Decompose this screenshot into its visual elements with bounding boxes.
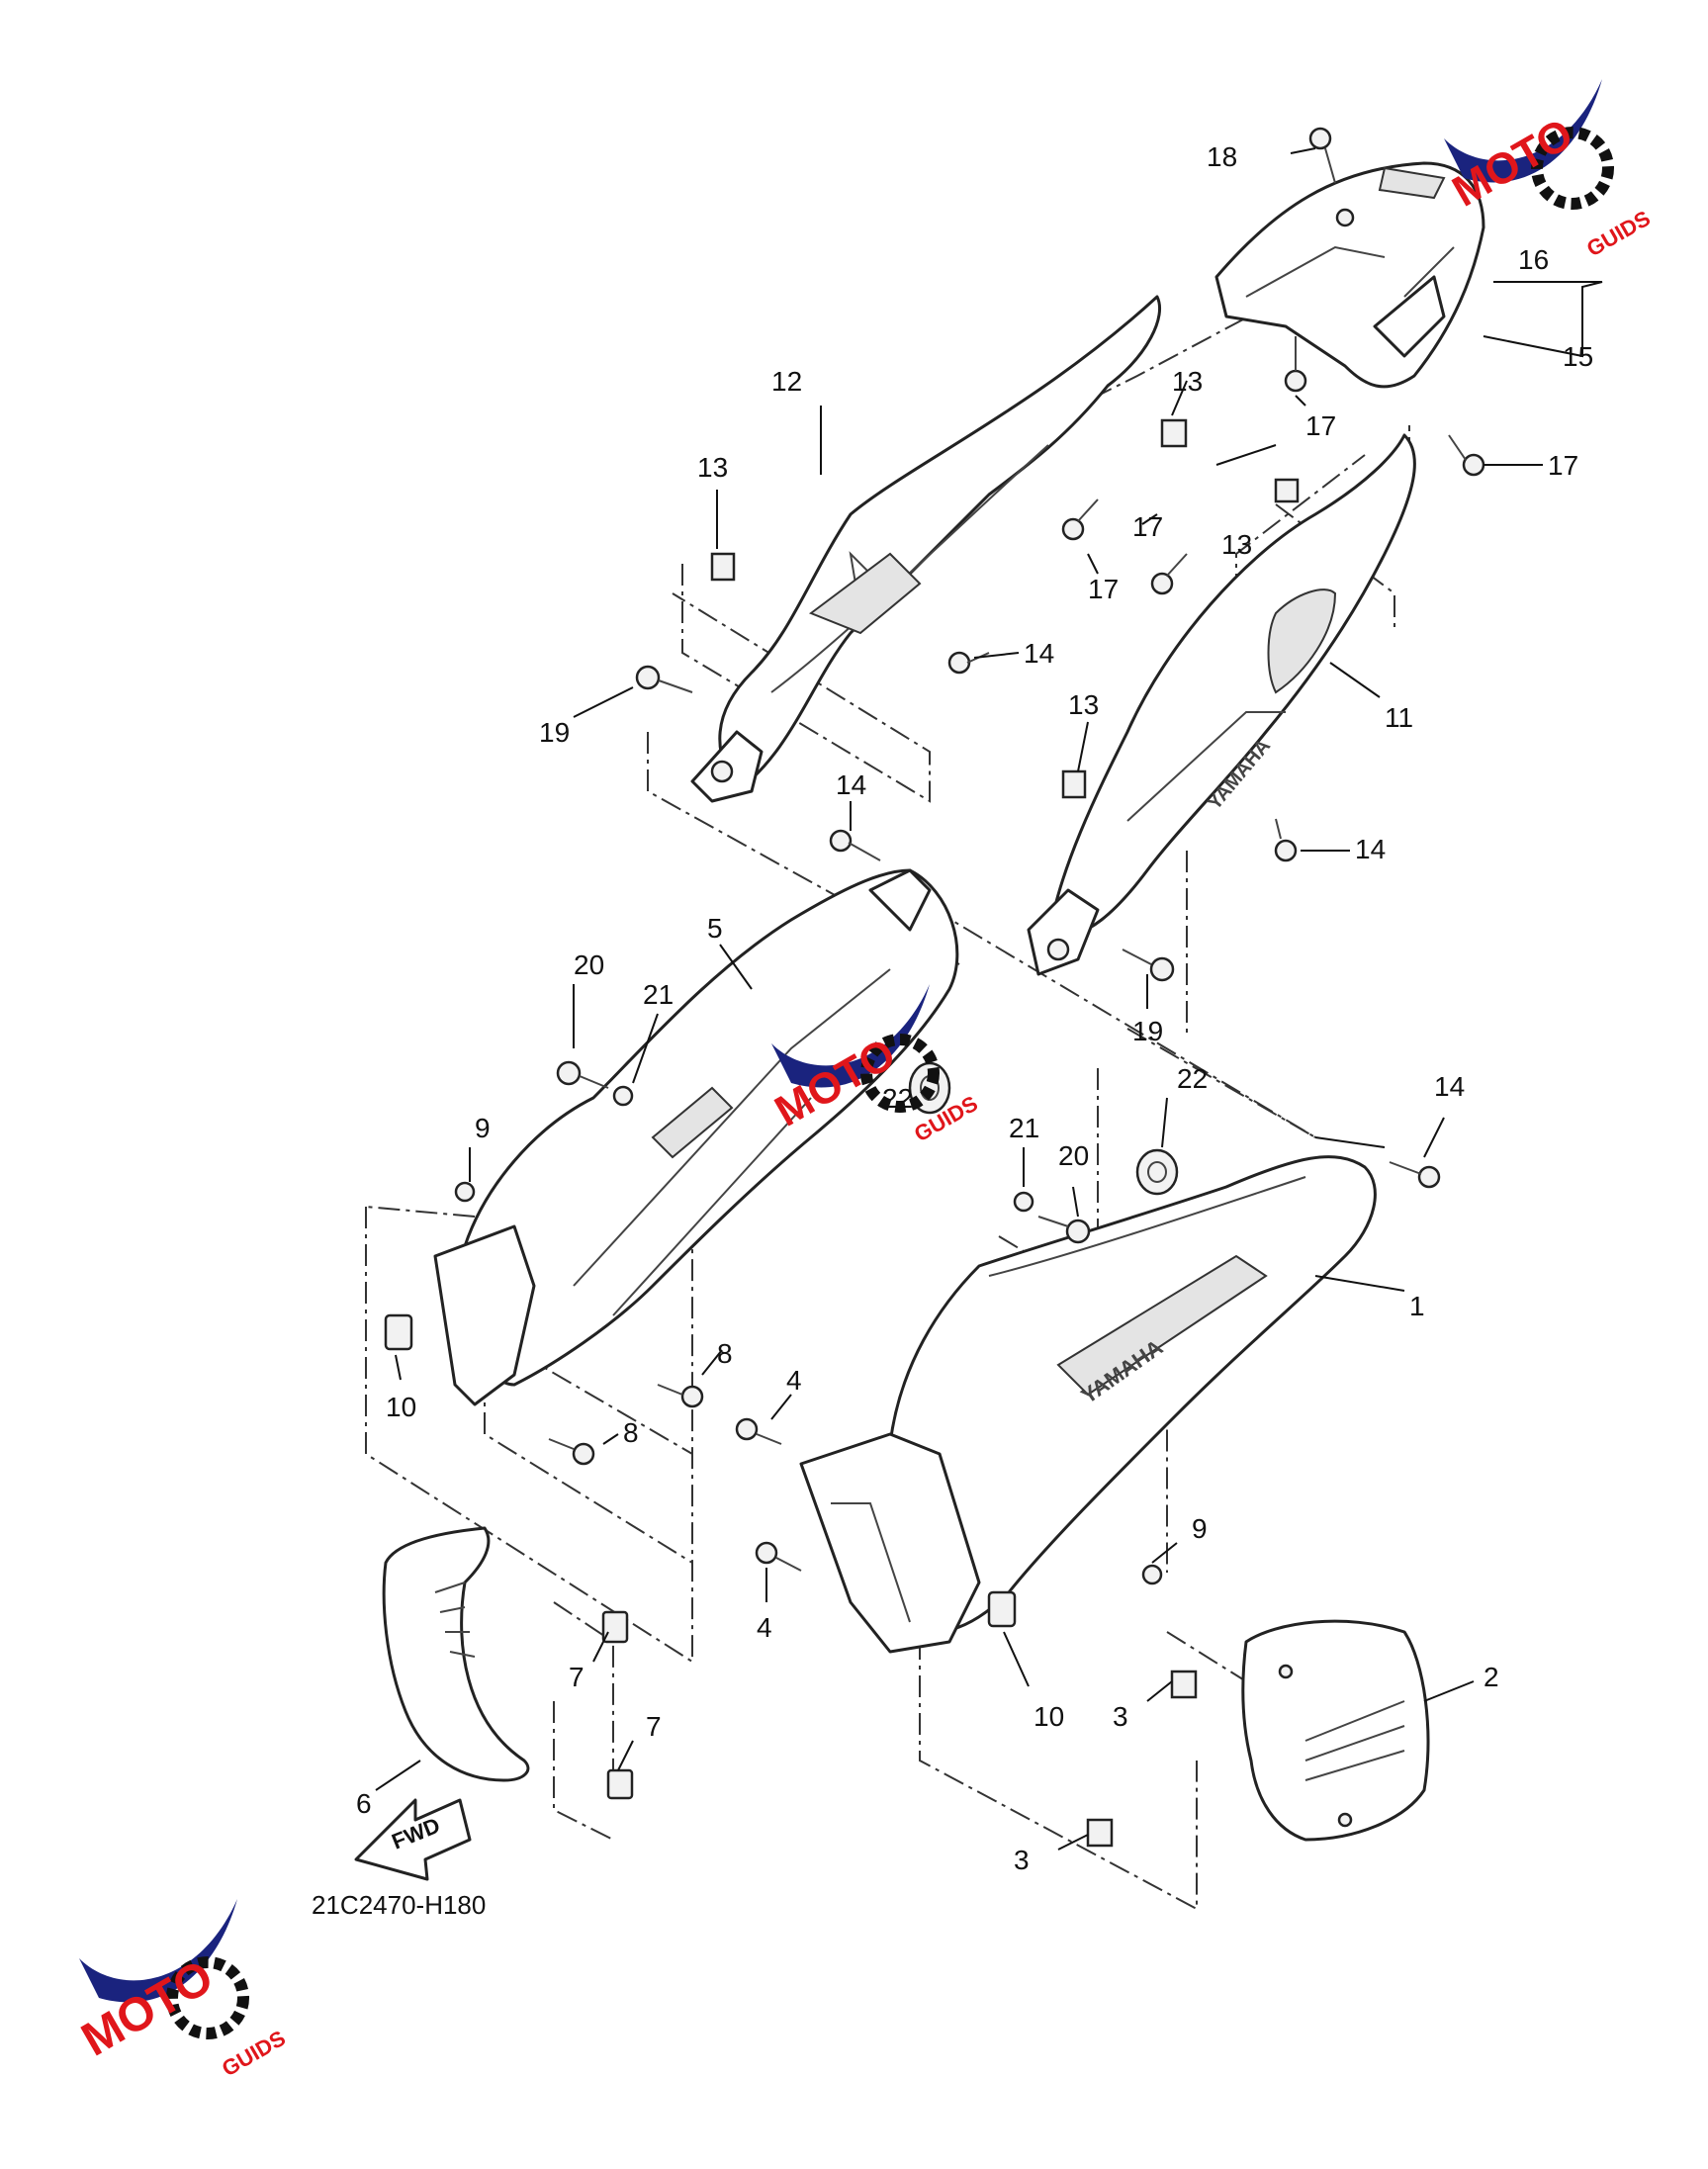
callout-20-a: 20 <box>574 949 604 980</box>
callout-13-c: 13 <box>697 452 728 483</box>
watermark-logo-bottom-left: MOTO GUIDS <box>73 1899 290 2081</box>
callout-10-a: 10 <box>386 1392 416 1422</box>
callout-21-b: 21 <box>1009 1113 1039 1143</box>
grommet-22-b <box>1135 1148 1179 1196</box>
callout-7-b: 7 <box>646 1711 662 1742</box>
callout-10-b: 10 <box>1034 1701 1064 1732</box>
nut-13-d <box>1061 769 1087 799</box>
callout-14-b: 14 <box>836 769 866 800</box>
callout-11: 11 <box>1385 702 1413 733</box>
callout-2: 2 <box>1483 1662 1499 1692</box>
callout-12: 12 <box>771 366 802 397</box>
callout-14-d: 14 <box>1434 1071 1465 1102</box>
callout-21-a: 21 <box>643 979 674 1010</box>
part-6-panel <box>382 1526 530 1782</box>
clip-7-a <box>601 1610 629 1644</box>
callout-18: 18 <box>1207 141 1237 172</box>
bolt-17-a <box>1284 336 1307 393</box>
nut-3-b <box>1086 1818 1114 1848</box>
nut-13-c <box>1274 478 1300 503</box>
rivet-9-b <box>1141 1564 1163 1585</box>
fasteners <box>384 127 1485 1848</box>
callout-20-b: 20 <box>1058 1140 1089 1171</box>
nut-3-a <box>1170 1670 1198 1699</box>
part-12-side-cover <box>690 295 1162 803</box>
diagram-code: 21C2470-H180 <box>312 1890 486 1920</box>
part-15-rear-cowl <box>1214 161 1485 389</box>
bolt-17-d <box>1150 553 1188 595</box>
callout-19-a: 19 <box>539 717 570 748</box>
callout-5: 5 <box>707 913 723 944</box>
callout-16: 16 <box>1518 244 1549 275</box>
callout-8-b: 8 <box>623 1417 639 1448</box>
callout-4-b: 4 <box>757 1612 772 1643</box>
screw-4-a <box>735 1417 782 1445</box>
callout-13-b: 13 <box>1221 529 1252 560</box>
callout-17-c: 17 <box>1132 511 1163 542</box>
callout-3-b: 3 <box>1014 1845 1030 1875</box>
rivet-9-a <box>454 1181 476 1203</box>
callout-17-a: 17 <box>1305 410 1336 441</box>
callout-9-b: 9 <box>1192 1513 1208 1544</box>
washer-21-a <box>612 1085 634 1107</box>
bolt-18 <box>1308 127 1336 184</box>
callout-8-a: 8 <box>717 1338 733 1369</box>
callout-1: 1 <box>1409 1291 1425 1321</box>
callout-13-a: 13 <box>1172 366 1203 397</box>
nut-13-b <box>1160 418 1188 448</box>
callout-22-b: 22 <box>1177 1063 1208 1094</box>
callout-17-b: 17 <box>1548 450 1578 481</box>
bolt-17-b <box>1448 434 1485 477</box>
part-5-side-cover <box>433 868 959 1406</box>
svg-text:GUIDS: GUIDS <box>1582 206 1655 261</box>
svg-text:MOTO: MOTO <box>73 1950 222 2066</box>
callout-6: 6 <box>356 1788 372 1819</box>
callout-7-a: 7 <box>569 1662 584 1692</box>
bolt-19-a <box>635 665 693 693</box>
bolt-17-c <box>1061 498 1099 541</box>
callout-numbers: 18 16 15 17 17 17 17 13 13 13 13 12 11 1… <box>356 141 1593 1875</box>
bolt-20-a <box>556 1060 609 1089</box>
part-2-panel <box>1241 1619 1430 1842</box>
leader-lines <box>375 147 1603 1851</box>
callout-17-d: 17 <box>1088 574 1119 604</box>
callout-14-c: 14 <box>1355 834 1386 864</box>
callout-14-a: 14 <box>1024 638 1054 669</box>
callout-9-a: 9 <box>475 1113 491 1143</box>
screw-8-b <box>548 1438 595 1466</box>
bolt-20-b <box>1037 1216 1091 1244</box>
clip-7-b <box>606 1768 634 1800</box>
nut-13-a <box>710 552 736 582</box>
bolt-14-a <box>947 651 990 675</box>
clip-10-a <box>384 1313 413 1351</box>
callout-19-b: 19 <box>1132 1016 1163 1046</box>
callout-4-a: 4 <box>786 1365 802 1396</box>
callout-3-a: 3 <box>1113 1701 1128 1732</box>
clip-10-b <box>987 1590 1017 1628</box>
screw-8-a <box>657 1384 704 1408</box>
bolt-14-b <box>829 829 881 861</box>
callout-15: 15 <box>1563 341 1593 372</box>
part-1-side-cover: YAMAHA <box>799 1155 1377 1654</box>
callout-13-d: 13 <box>1068 689 1099 720</box>
fwd-arrow-icon: FWD <box>354 1798 472 1881</box>
washer-21-b <box>1013 1191 1034 1213</box>
screw-4-b <box>755 1541 802 1572</box>
bolt-14-d <box>1389 1161 1441 1189</box>
bolt-19-b <box>1122 949 1175 982</box>
bolt-14-c <box>1274 818 1298 862</box>
grommet-22-a <box>908 1061 951 1115</box>
